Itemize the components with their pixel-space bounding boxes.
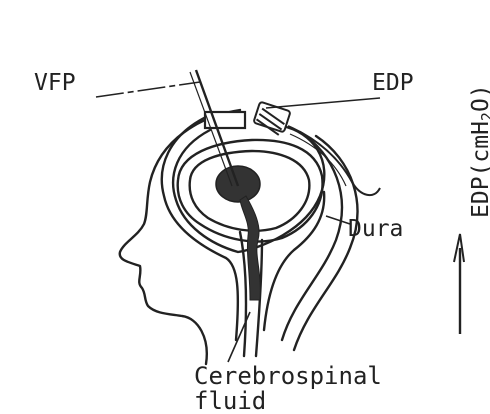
dura-leader [326,216,350,224]
vfp-leader [96,82,200,97]
edp-label: EDP [372,72,414,95]
edp-cable [288,126,380,195]
dura-label: Dura [348,218,403,241]
csf-label-line1: Cerebrospinal [194,364,382,388]
edp-leader [266,98,380,108]
head-profile [120,110,240,364]
axis-label-subscript: 2 [478,112,490,121]
axis-label-suffix: O) [468,84,490,112]
axis-label: EDP(cmH2O) [470,84,490,218]
axis-label-prefix: EDP(cmH [468,121,490,218]
csf-leader [228,312,250,362]
vfp-label: VFP [34,72,76,95]
scalp-back [282,132,342,340]
csf-label-line2: fluid [194,389,266,413]
